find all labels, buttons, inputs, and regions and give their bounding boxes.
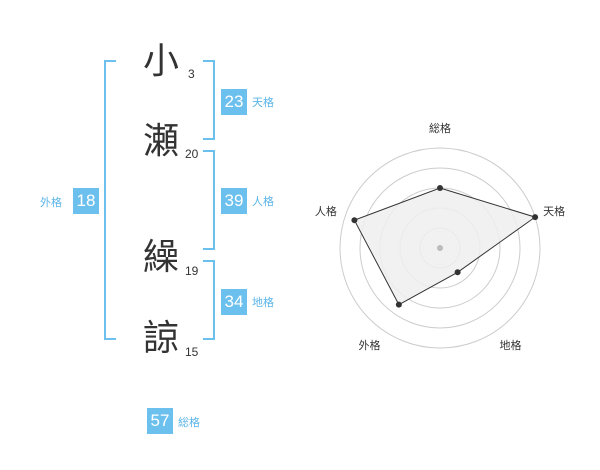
stroke-count: 20 <box>185 147 199 161</box>
jinkaku-label: 人格 <box>252 195 274 208</box>
outer-bracket-gaikaku <box>104 60 116 340</box>
gaikaku-label: 外格 <box>40 196 62 209</box>
bracket-chikaku <box>203 260 215 340</box>
stroke-count: 19 <box>185 264 199 278</box>
radar-point <box>454 269 461 276</box>
radar-axis-label: 天格 <box>543 204 565 218</box>
radar-axis-label: 地格 <box>500 338 522 352</box>
stroke-count: 3 <box>188 67 195 81</box>
radar-point <box>395 301 402 308</box>
radar-axis-label: 総格 <box>429 121 451 135</box>
tenkaku-value: 23 <box>221 89 247 115</box>
name-char-glyph: 瀬 <box>143 121 180 162</box>
stroke-count: 15 <box>185 345 199 359</box>
bracket-tenkaku <box>203 60 215 140</box>
soukaku-value: 57 <box>147 408 173 434</box>
name-char-glyph: 繰 <box>143 237 180 278</box>
radar-ring <box>359 167 521 329</box>
chikaku-label: 地格 <box>252 296 274 309</box>
radar-shape <box>353 187 537 306</box>
gaikaku-value: 18 <box>73 188 99 214</box>
tenkaku-label: 天格 <box>252 96 274 109</box>
radar-center <box>437 245 443 251</box>
name-char-glyph: 小 <box>143 41 180 82</box>
radar-point <box>532 214 539 221</box>
radar-axis-label: 人格 <box>315 204 337 218</box>
radar-axis-label: 外格 <box>358 338 380 352</box>
soukaku-label: 総格 <box>178 416 200 429</box>
radar-point <box>437 185 443 191</box>
radar-points <box>351 185 539 308</box>
radar-point <box>351 217 358 224</box>
bracket-jinkaku <box>203 150 215 250</box>
jinkaku-value: 39 <box>221 188 247 214</box>
radar-ring <box>339 147 541 349</box>
name-char-glyph: 諒 <box>143 318 180 359</box>
chikaku-value: 34 <box>221 289 247 315</box>
